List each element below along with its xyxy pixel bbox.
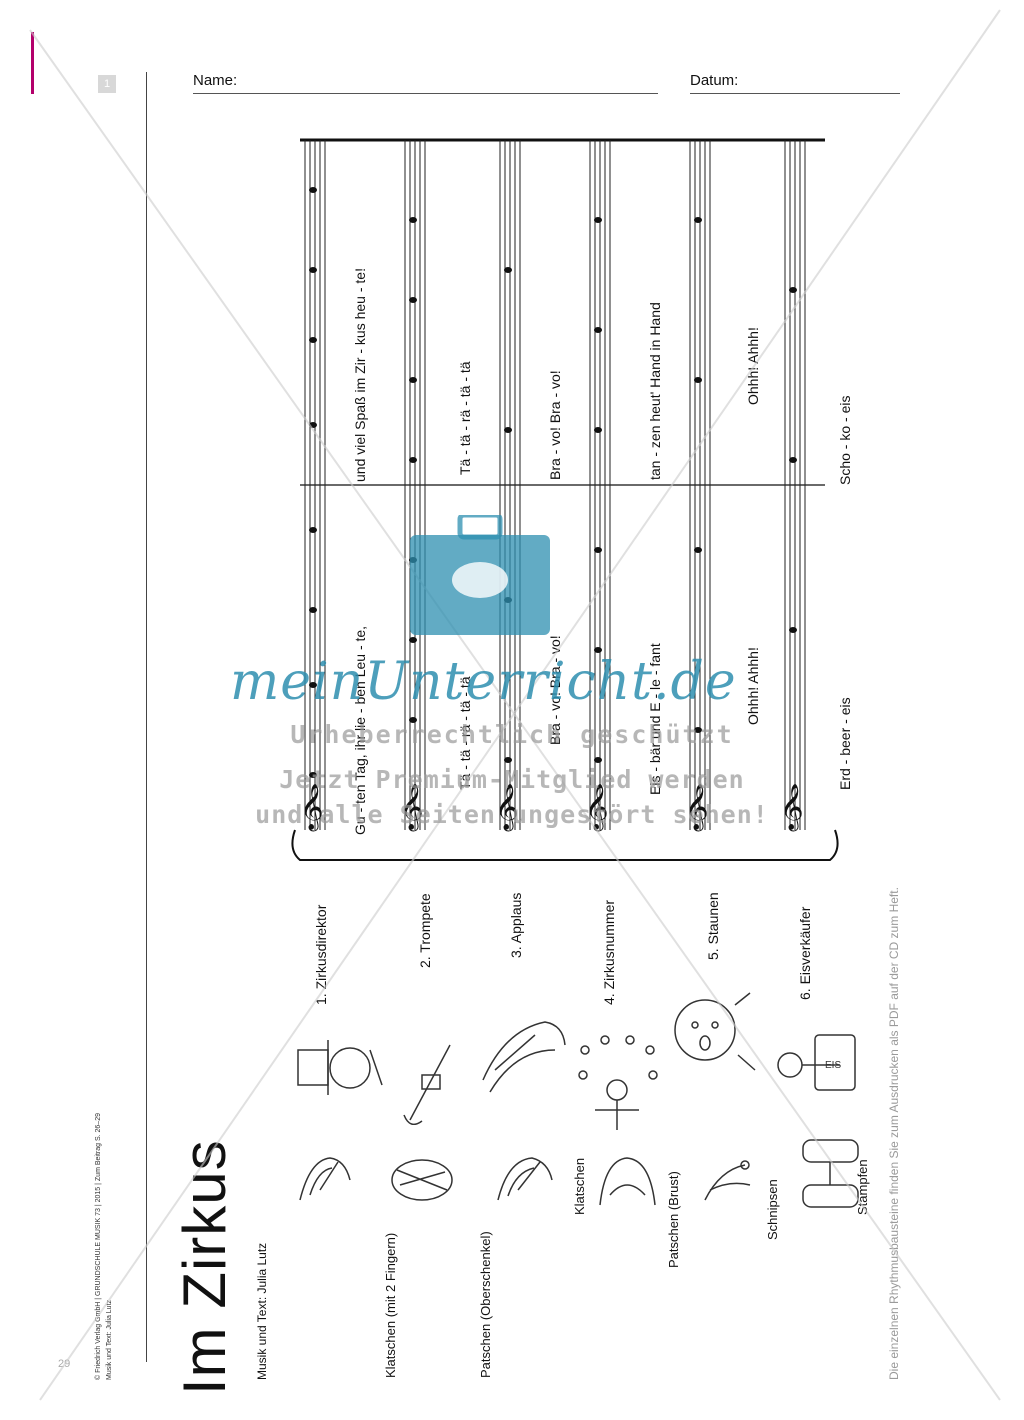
treble-clef-5: 𝄞 [685, 784, 709, 832]
ice-cream-seller-icon: EIS [777, 1034, 856, 1091]
accent-bar [31, 32, 34, 94]
astonished-child-icon [674, 992, 756, 1071]
watermark-line-1: Urheberrechtlich geschützt [290, 720, 734, 749]
snap-icon [704, 1160, 751, 1201]
margin-rule [146, 72, 147, 1362]
juggler-icon [578, 1035, 658, 1130]
two-finger-clap-icon [299, 1157, 351, 1201]
treble-clef-3: 𝄞 [495, 784, 519, 832]
chest-pat-icon [599, 1157, 656, 1206]
date-line [690, 93, 900, 94]
clap-icon [497, 1157, 553, 1201]
watermark-briefcase-icon [410, 515, 550, 635]
note-heads [309, 187, 797, 778]
svg-text:EIS: EIS [825, 1060, 841, 1071]
treble-clef-1: 𝄞 [300, 784, 324, 832]
rhythm-score: 𝄞 𝄞 𝄞 𝄞 𝄞 𝄞 [291, 138, 839, 861]
name-line [193, 93, 658, 94]
staff-lines [304, 140, 806, 830]
thigh-pat-icon [391, 1159, 453, 1201]
date-label: Datum: [690, 72, 739, 89]
watermark-line-2: Jetzt Premium-Mitglied werden [279, 765, 745, 794]
watermark-line-3: und alle Seiten ungestört sehen! [255, 800, 769, 829]
name-label: Name: [193, 72, 238, 89]
treble-clef-4: 𝄞 [585, 784, 609, 832]
applause-hands-icon [482, 1021, 566, 1093]
trumpet-icon [403, 1044, 451, 1125]
ringmaster-icon [297, 1040, 383, 1095]
watermark-logo: meinUnterricht.de [230, 652, 737, 712]
treble-clefs: 𝄞 𝄞 𝄞 𝄞 𝄞 𝄞 [300, 784, 804, 832]
page-number-box: 1 [98, 75, 116, 93]
treble-clef-6: 𝄞 [780, 784, 804, 832]
treble-clef-2: 𝄞 [400, 784, 424, 832]
